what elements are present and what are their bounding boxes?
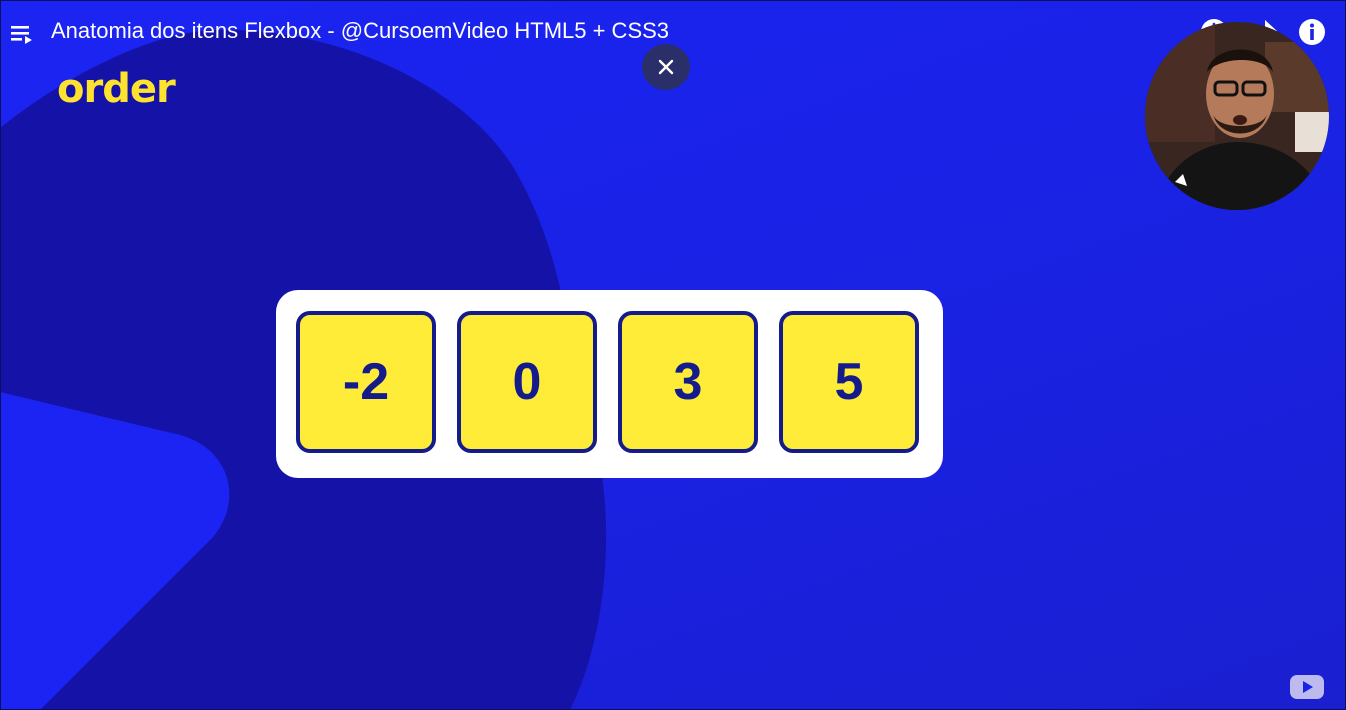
flex-container: -2 0 3 5 [276, 290, 943, 478]
flex-item-3: 3 [618, 311, 758, 453]
youtube-logo-icon [1290, 675, 1324, 699]
presenter-image [1145, 22, 1329, 210]
flex-item-4: 5 [779, 311, 919, 453]
youtube-logo-button[interactable] [1289, 673, 1325, 701]
info-button[interactable] [1296, 16, 1328, 48]
video-title[interactable]: Anatomia dos itens Flexbox - @CursoemVid… [51, 18, 670, 43]
close-button[interactable] [642, 44, 690, 90]
playlist-button[interactable] [8, 20, 36, 48]
presenter-avatar [1145, 22, 1329, 210]
player-top-bar: Anatomia dos itens Flexbox - @CursoemVid… [0, 0, 1346, 64]
flex-item-1: -2 [296, 311, 436, 453]
slide-heading: order [57, 66, 176, 112]
info-icon [1299, 19, 1325, 45]
close-icon [658, 59, 674, 75]
playlist-icon [11, 26, 32, 44]
flex-item-2: 0 [457, 311, 597, 453]
